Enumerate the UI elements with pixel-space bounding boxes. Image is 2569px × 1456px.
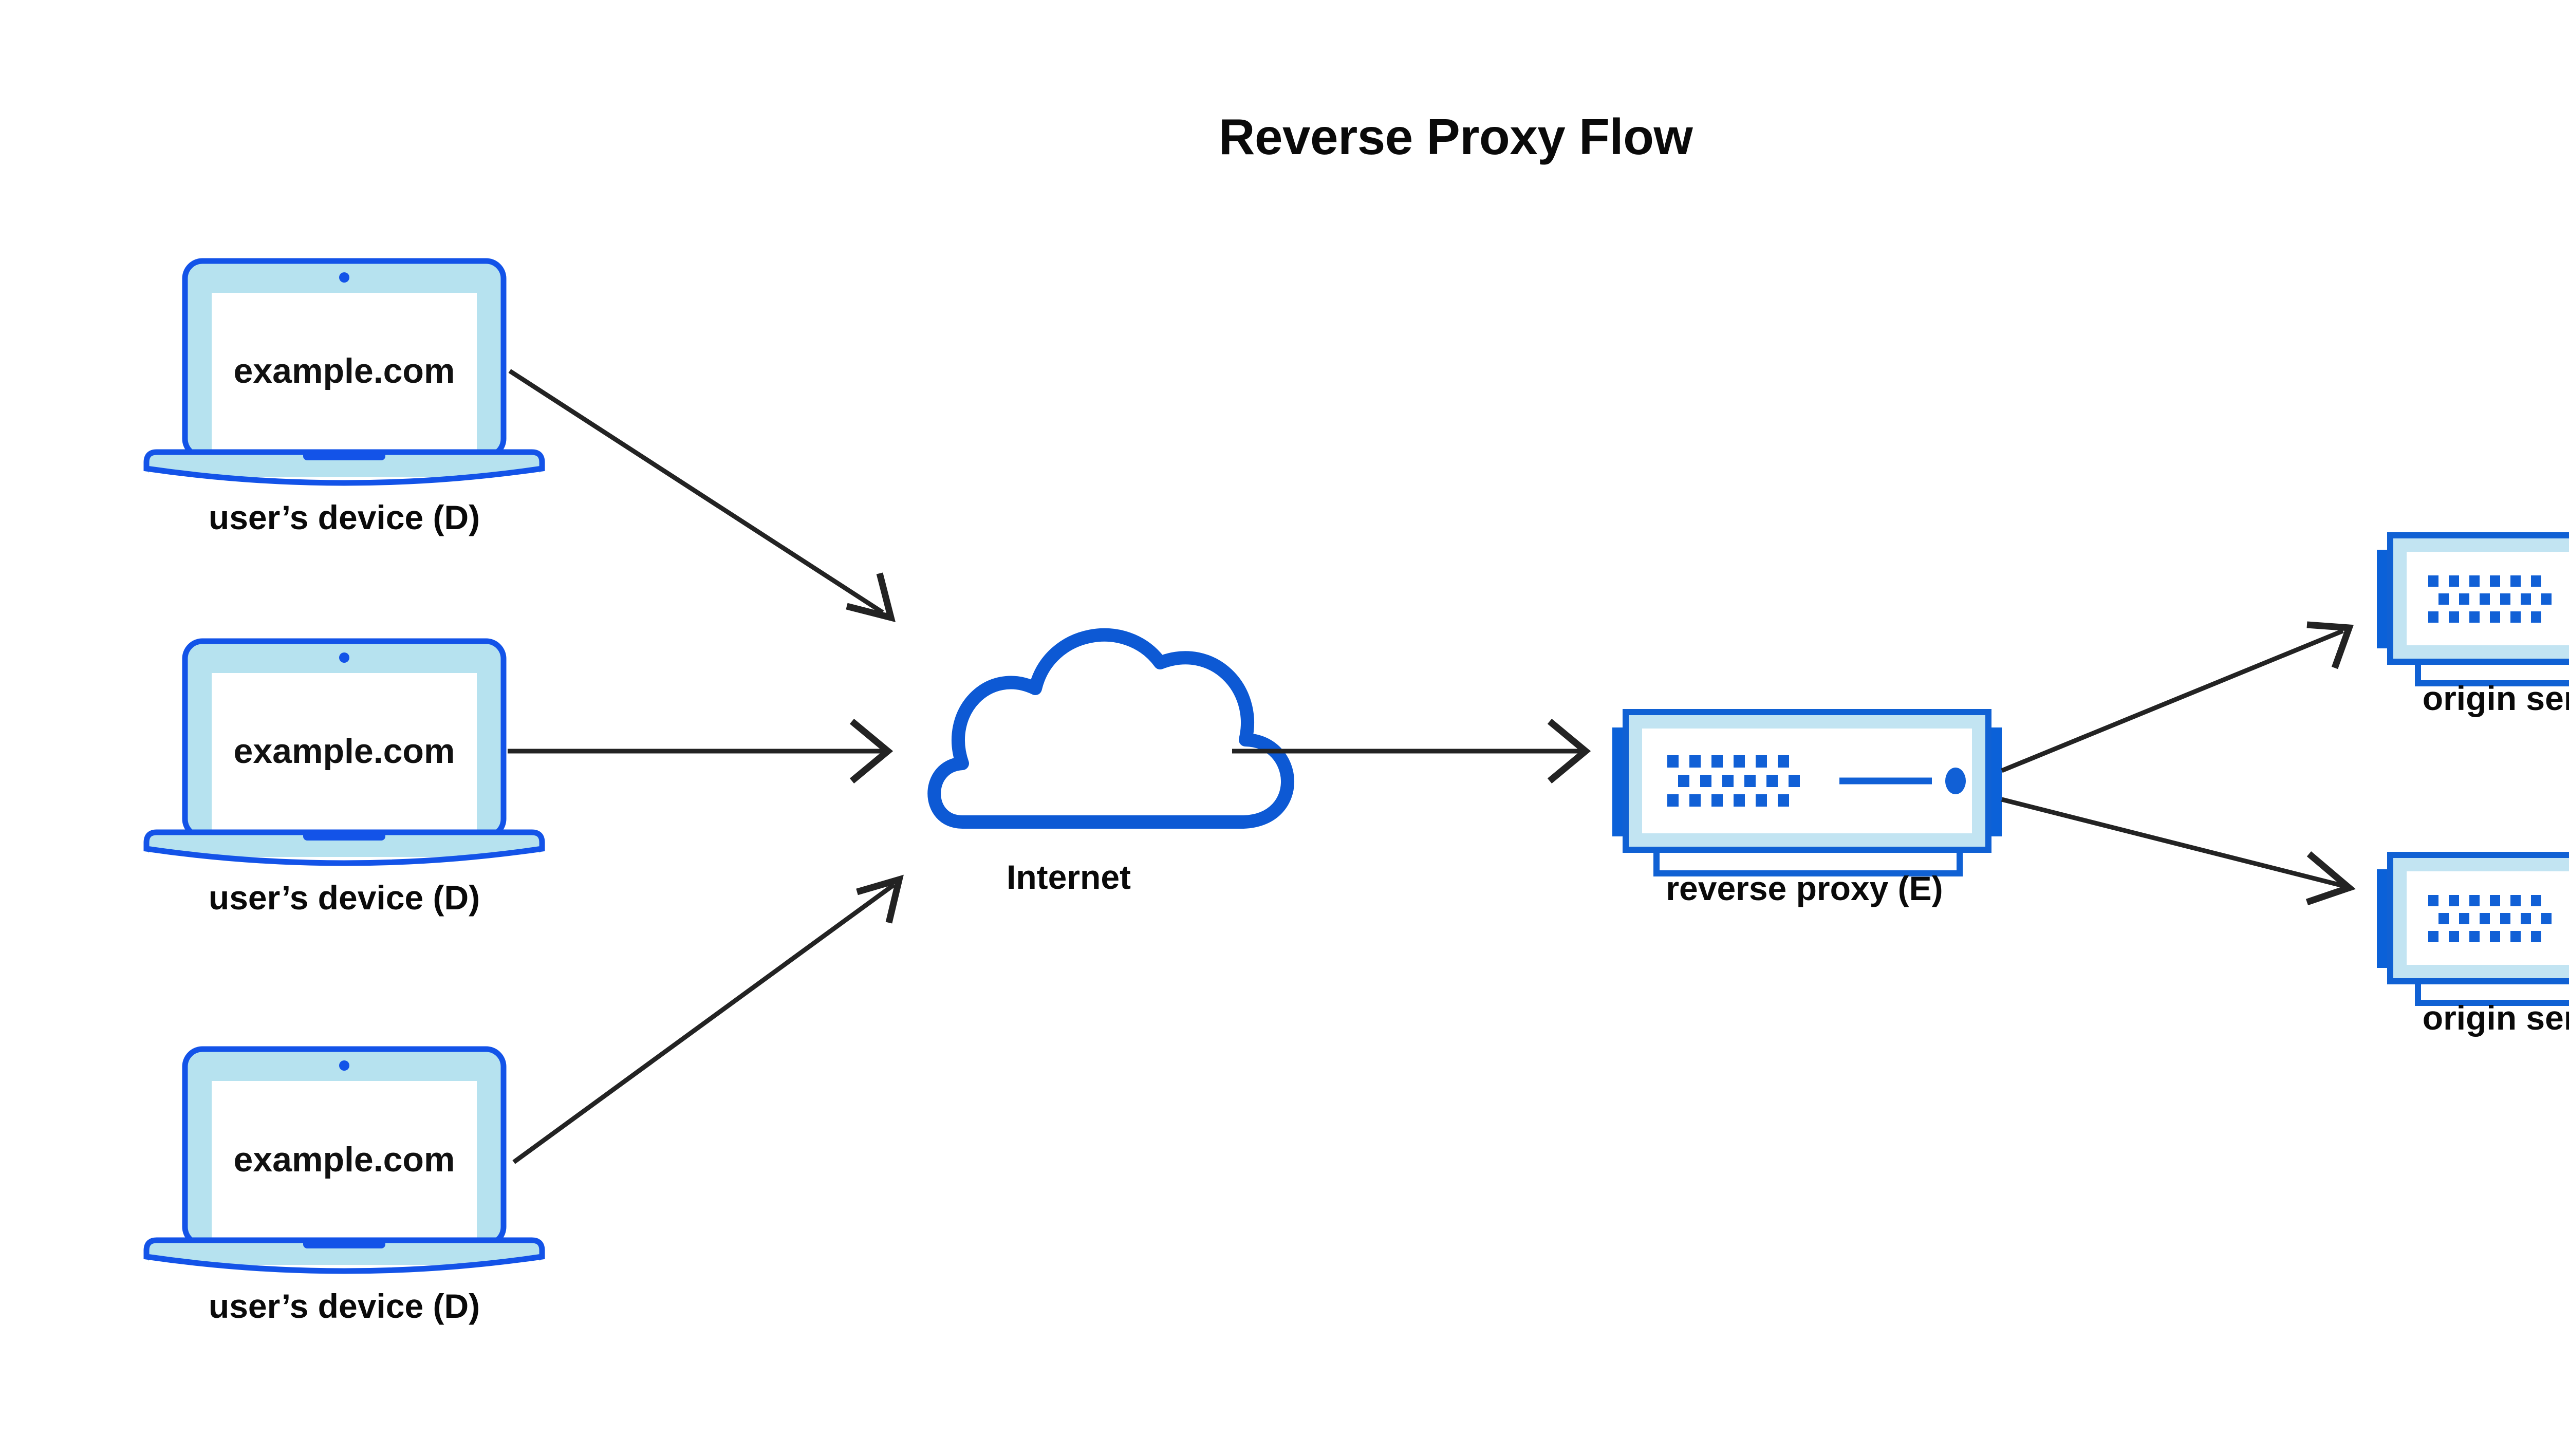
edge-client3-internet [512,874,904,1164]
laptop-icon [143,258,545,488]
edge-proxy-origin1 [2001,621,2354,773]
laptop-icon [143,638,545,868]
node-client-3[interactable]: example.com user’s device (D) [143,1046,545,1325]
edge-client2-internet [508,718,893,784]
laptop-screen-text: example.com [234,732,455,771]
edge-internet-proxy [1232,718,1591,784]
node-origin-1[interactable]: origin server (F) [2377,532,2569,717]
edge-proxy-origin2 [2001,797,2356,906]
edge-client1-internet [508,369,896,623]
node-reverse-proxy[interactable]: reverse proxy (E) [1612,709,2002,907]
laptop-icon [143,1046,545,1276]
server-icon [1612,709,2002,876]
node-label-origin-2: origin server (F) [2423,999,2569,1037]
node-label-client-2: user’s device (D) [209,879,480,917]
node-client-2[interactable]: example.com user’s device (D) [143,638,545,917]
node-label-client-1: user’s device (D) [209,498,480,536]
server-icon [2377,852,2569,1006]
node-label-origin-1: origin server (F) [2423,679,2569,717]
page-title: Reverse Proxy Flow [1219,108,1693,165]
node-internet[interactable]: Internet [927,628,1294,896]
node-origin-2[interactable]: origin server (F) [2377,852,2569,1037]
node-label-reverse-proxy: reverse proxy (E) [1666,869,1943,907]
cloud-icon [927,628,1294,829]
laptop-screen-text: example.com [234,351,455,390]
server-icon [2377,532,2569,686]
node-label-client-3: user’s device (D) [209,1287,480,1325]
node-label-internet: Internet [1007,858,1131,896]
node-client-1[interactable]: example.com user’s device (D) [143,258,545,536]
laptop-screen-text: example.com [234,1140,455,1179]
